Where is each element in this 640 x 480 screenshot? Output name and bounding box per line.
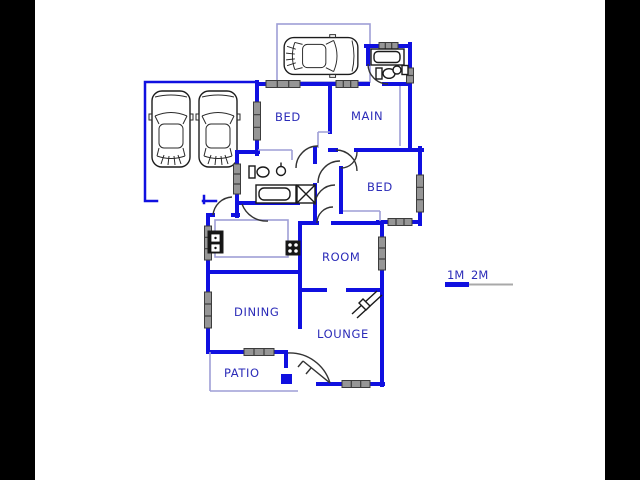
car-top-view-icon	[195, 90, 241, 168]
window-icon	[233, 163, 241, 195]
room-label-bed1: BED	[275, 110, 301, 124]
room-label-lounge: LOUNGE	[317, 327, 369, 341]
entrance-pier	[281, 374, 292, 384]
window-icon	[253, 101, 261, 141]
room-label-patio: PATIO	[224, 366, 260, 380]
car-top-view-icon	[283, 33, 359, 79]
bathtub-icon	[255, 184, 297, 204]
toilet-icon	[375, 67, 396, 80]
window-icon	[341, 380, 371, 388]
door-swing-icon	[367, 63, 389, 85]
car-top-view-icon	[148, 90, 194, 168]
door-swing-icon	[287, 352, 331, 384]
bathtub-inner	[373, 50, 401, 64]
bathtub-icon	[370, 48, 405, 66]
door-swings	[212, 63, 389, 384]
door-swing-icon	[212, 196, 233, 216]
bathroom-top-fixtures	[370, 48, 409, 80]
window-icon	[406, 67, 414, 84]
window-icon	[378, 236, 386, 271]
bathroom-mid-fixtures	[248, 162, 316, 204]
room-labels: BED MAIN BED ROOM DINING LOUNGE PATIO	[224, 109, 393, 380]
kitchen-fixtures	[207, 230, 301, 256]
door-swing-icon	[241, 203, 269, 222]
door-swing-icon	[340, 151, 358, 169]
scale-label-2m: 2M	[471, 268, 488, 282]
basin-icon	[275, 162, 287, 177]
carport-walls	[143, 80, 259, 205]
stove-icon	[207, 230, 224, 254]
interior-thin-lines	[209, 86, 401, 392]
door-swing-icon	[335, 149, 358, 172]
door-swing-icon	[295, 145, 341, 184]
room-label-room: ROOM	[322, 250, 360, 264]
window-icon	[265, 80, 301, 88]
shower-icon	[296, 184, 316, 204]
room-label-main: MAIN	[351, 109, 383, 123]
scale-label-1m: 1M	[447, 268, 464, 282]
window-icon	[416, 174, 424, 213]
fireplace-icon	[351, 290, 383, 319]
basin-icon	[392, 64, 409, 76]
room-label-bed2: BED	[367, 180, 393, 194]
bathtub-inner	[258, 187, 291, 201]
letterbox-bar-left	[0, 0, 35, 480]
toilet-icon	[248, 165, 270, 179]
window-icon	[243, 348, 275, 356]
sink-unit-icon	[285, 240, 301, 256]
window-icon	[204, 291, 212, 329]
window-icon	[387, 218, 413, 226]
scale-bar-1m	[445, 282, 469, 287]
kitchen-counter	[214, 219, 289, 258]
walls	[206, 42, 424, 387]
door-swing-icon	[316, 206, 334, 224]
door-swing-icon	[314, 184, 336, 206]
letterbox-bar-right	[605, 0, 640, 480]
window-icon	[335, 80, 359, 88]
room-label-dining: DINING	[234, 305, 279, 319]
scale-indicator: 1M 2M	[445, 268, 513, 287]
